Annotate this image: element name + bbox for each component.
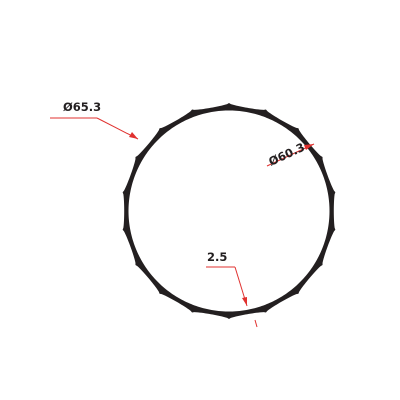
- outer-diameter-label: Ø65.3: [63, 100, 101, 114]
- inner-diameter-arrowhead: [304, 144, 314, 150]
- outer-diameter-arrowhead: [129, 132, 138, 139]
- wall-thickness-arrowhead: [242, 297, 247, 306]
- scalloped-tube-ring: [122, 103, 336, 319]
- inner-diameter-label: Ø60.3: [266, 140, 306, 169]
- wall-thickness-label: 2.5: [207, 250, 227, 264]
- wall-thickness-outer-tick: [254, 319, 258, 328]
- wall-thickness-dimension: 2.5: [206, 250, 258, 328]
- outer-diameter-dimension: Ø65.3: [50, 100, 139, 140]
